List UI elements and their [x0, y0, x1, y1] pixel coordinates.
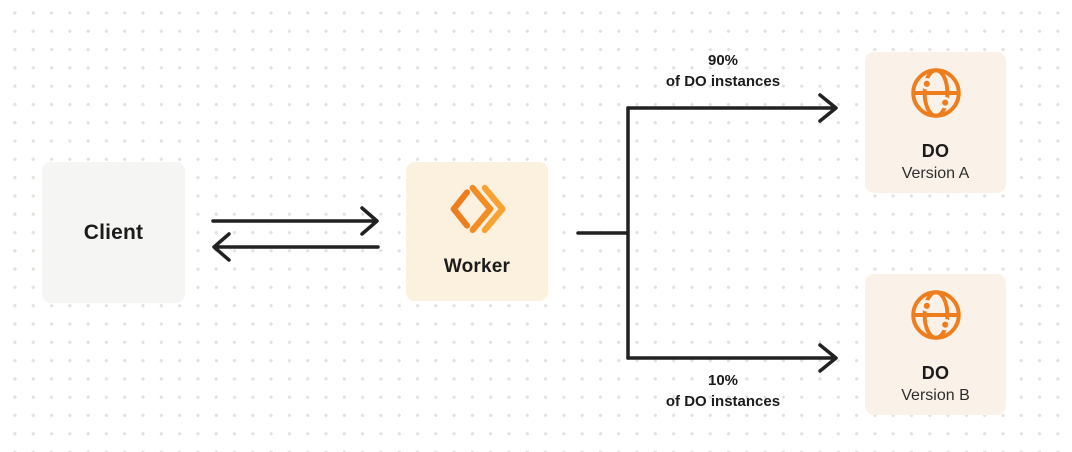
do-a-subtitle: Version A	[901, 165, 970, 182]
do-version-a-node: DO Version A	[865, 52, 1006, 193]
top-branch-label: 90% of DO instances	[623, 50, 823, 92]
worker-label: Worker	[443, 256, 511, 277]
do-a-title: DO	[921, 141, 950, 161]
arrow-client-to-worker	[211, 206, 379, 236]
top-branch-percent: 90%	[707, 52, 739, 69]
workers-chevrons-icon	[450, 184, 506, 234]
bottom-branch-percent: 10%	[707, 372, 739, 389]
arrow-worker-to-client	[212, 232, 380, 262]
worker-node: Worker	[406, 162, 548, 301]
arrow-branch-bottom	[626, 343, 838, 373]
branch-trunk-line	[576, 106, 630, 360]
bottom-branch-label: 10% of DO instances	[623, 370, 823, 412]
do-b-subtitle: Version B	[901, 387, 970, 404]
do-b-title: DO	[921, 363, 950, 383]
do-version-b-node: DO Version B	[865, 274, 1006, 415]
arrow-branch-top	[626, 93, 838, 123]
globe-icon	[910, 290, 961, 340]
client-label: Client	[83, 220, 144, 244]
top-branch-caption: of DO instances	[665, 73, 781, 90]
client-node: Client	[42, 162, 185, 303]
globe-icon	[910, 68, 961, 118]
bottom-branch-caption: of DO instances	[665, 393, 781, 410]
